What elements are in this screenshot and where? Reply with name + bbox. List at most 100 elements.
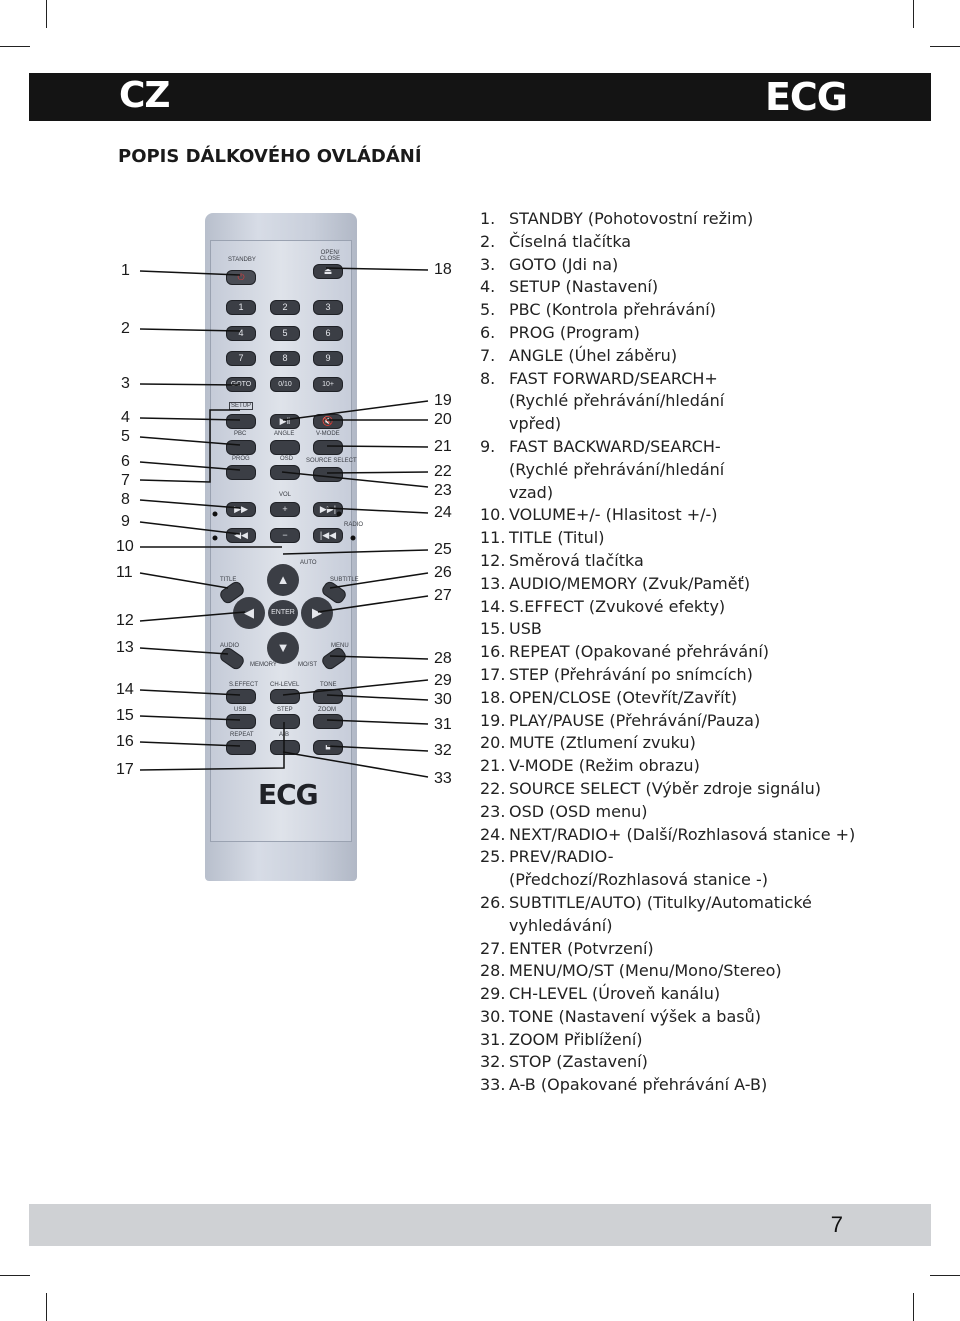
language-code: CZ [119, 75, 171, 116]
vmode-button-image [313, 440, 343, 455]
digit-button-image: 7 [226, 351, 256, 366]
remote-label-tone: TONE [320, 682, 337, 688]
ch-level-button-image [270, 689, 300, 704]
callout-number: 12 [116, 612, 134, 629]
remote-label-open-close: OPEN/ CLOSE [319, 250, 341, 262]
remote-label-repeat: REPEAT [230, 732, 254, 738]
remote-label-audio: AUDIO [220, 643, 240, 649]
section-title: POPIS DÁLKOVÉHO OVLÁDÁNÍ [118, 146, 422, 167]
callout-number: 27 [434, 587, 452, 604]
callout-number: 21 [434, 438, 452, 455]
digit-button-image: 4 [226, 326, 256, 341]
volume-down-button-image: − [270, 528, 300, 543]
list-item: 14.S.EFFECT (Zvukové efekty) [480, 596, 726, 616]
remote-label-pbc: PBC [234, 431, 247, 437]
button-legend-list: 1.STANDBY (Pohotovostní režim) 2.Číselná… [480, 208, 880, 1097]
list-item: 26.SUBTITLE/AUTO) (Titulky/Automatické v… [480, 892, 812, 935]
crop-mark [46, 0, 47, 28]
fast-forward-button-image: ▶▶ [226, 502, 256, 517]
remote-label-angle: ANGLE [274, 431, 295, 437]
callout-number: 7 [121, 472, 130, 489]
list-item: 22.SOURCE SELECT (Výběr zdroje signálu) [480, 778, 822, 798]
remote-label-zoom: ZOOM [318, 707, 336, 713]
callout-number: 17 [116, 761, 134, 778]
digit-button-image: 8 [270, 351, 300, 366]
callout-number: 4 [121, 409, 130, 426]
list-item: 25.PREV/RADIO- (Předchozí/Rozhlasová sta… [480, 847, 768, 890]
remote-logo: ECG [258, 778, 319, 811]
crop-mark [0, 1275, 30, 1276]
callout-number: 14 [116, 681, 134, 698]
repeat-button-image [226, 740, 256, 755]
callout-number: 16 [116, 733, 134, 750]
list-item: 33.A-B (Opakované přehrávání A-B) [480, 1075, 768, 1095]
usb-button-image [226, 714, 256, 729]
remote-label-standby: STANDBY [228, 257, 256, 263]
list-item: 29.CH-LEVEL (Úroveň kanálu) [480, 984, 721, 1004]
arrow-down-button-image: ▼ [267, 632, 299, 664]
list-item: 17.STEP (Přehrávání po snímcích) [480, 664, 753, 684]
remote-label-ch-level: CH-LEVEL [270, 682, 300, 688]
callout-number: 20 [434, 411, 452, 428]
callout-number: 24 [434, 504, 452, 521]
setup-button-image [226, 414, 256, 429]
list-item: 23.OSD (OSD menu) [480, 801, 648, 821]
remote-label-prog: PROG [232, 456, 250, 462]
zero-ten-button-image: 0/10 [270, 377, 300, 392]
list-item: 24.NEXT/RADIO+ (Další/Rozhlasová stanice… [480, 824, 856, 844]
callout-number: 19 [434, 392, 452, 409]
a-b-button-image [270, 740, 300, 755]
list-item: 31.ZOOM Přiblížení) [480, 1029, 643, 1049]
list-item: 30.TONE (Nastavení výšek a basů) [480, 1006, 761, 1026]
volume-up-button-image: + [270, 502, 300, 517]
remote-label-source-select: SOURCE SELECT [306, 458, 357, 464]
prev-button-image: |◀◀ [313, 528, 343, 543]
callout-number: 26 [434, 564, 452, 581]
remote-label-vol: VOL [279, 492, 292, 498]
list-item: 6.PROG (Program) [480, 322, 640, 342]
remote-label-mo-st: MO/ST [298, 662, 317, 668]
page-number: 7 [830, 1212, 843, 1237]
list-item: 16.REPEAT (Opakované přehrávání) [480, 642, 770, 662]
list-item: 7.ANGLE (Úhel záběru) [480, 345, 678, 365]
remote-label-title: TITLE [220, 577, 237, 583]
callout-number: 11 [116, 564, 133, 581]
enter-button-image: ENTER [268, 600, 298, 626]
s-effect-button-image [226, 689, 256, 704]
callout-number: 18 [434, 261, 452, 278]
digit-button-image: 3 [313, 300, 343, 315]
crop-mark [930, 1275, 960, 1276]
digit-button-image: 2 [270, 300, 300, 315]
list-item: 10.VOLUME+/- (Hlasitost +/-) [480, 505, 718, 525]
callout-number: 25 [434, 541, 452, 558]
digit-button-image: 1 [226, 300, 256, 315]
list-item: 27.ENTER (Potvrzení) [480, 938, 654, 958]
list-item: 12.Směrová tlačítka [480, 550, 644, 570]
remote-label-auto: AUTO [300, 560, 317, 566]
brand-logo: ECG [764, 75, 848, 119]
callout-number: 32 [434, 742, 452, 759]
play-pause-button-image: ▶‖ [270, 414, 300, 429]
crop-mark [0, 46, 30, 47]
ten-plus-button-image: 10+ [313, 377, 343, 392]
crop-mark [913, 1293, 914, 1321]
callout-number: 5 [121, 428, 130, 445]
list-item: 8.FAST FORWARD/SEARCH+ (Rychlé přehráván… [480, 368, 725, 434]
crop-mark [913, 0, 914, 28]
callout-number: 3 [121, 375, 130, 392]
step-button-image [270, 714, 300, 729]
list-item: 11.TITLE (Titul) [480, 528, 605, 548]
footer-bar: 7 [29, 1204, 931, 1246]
callout-number: 29 [434, 672, 452, 689]
zoom-button-image [313, 714, 343, 729]
header-bar: CZ ECG [29, 73, 931, 121]
remote-label-menu: MENU [331, 643, 349, 649]
callout-number: 8 [121, 491, 130, 508]
arrow-up-button-image: ▲ [267, 564, 299, 596]
callout-number: 28 [434, 650, 452, 667]
callout-number: 6 [121, 453, 130, 470]
fast-backward-button-image: ◀◀ [226, 528, 256, 543]
remote-label-radio: RADIO [344, 522, 364, 528]
list-item: 1.STANDBY (Pohotovostní režim) [480, 209, 754, 228]
